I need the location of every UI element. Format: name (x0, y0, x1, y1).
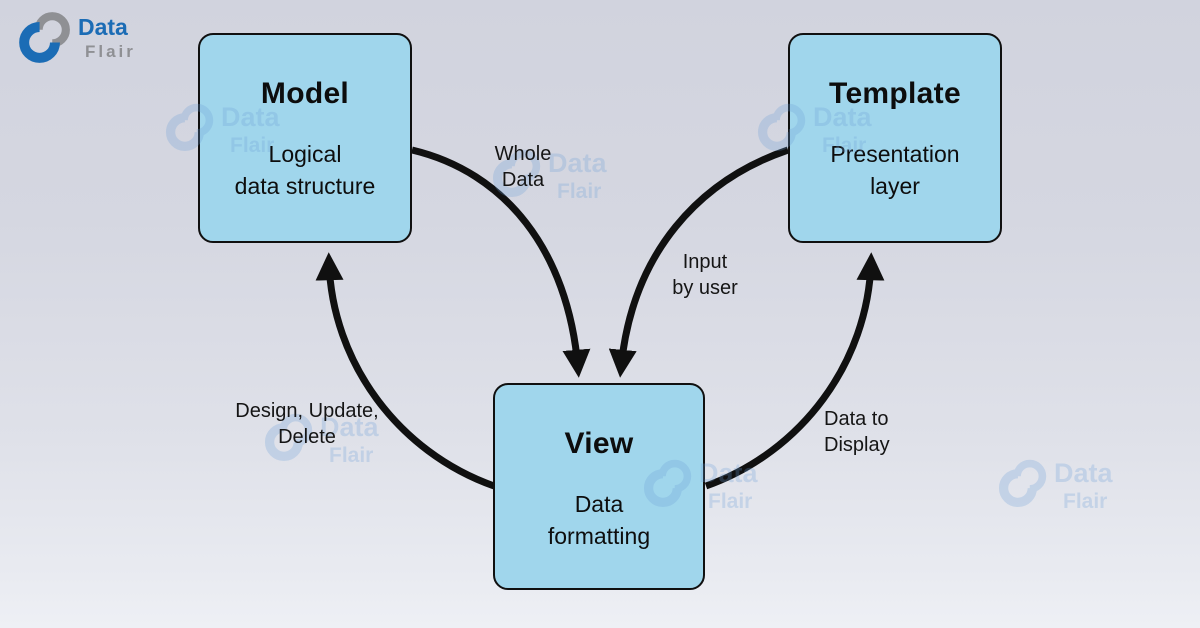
brand-flair-text: Flair (85, 42, 136, 61)
dataflair-logo-text: Data Flair (78, 14, 136, 61)
edge-label-input-by-user: Input by user (672, 251, 738, 300)
edge-label-whole-data: Whole Data (494, 143, 552, 192)
node-view-title: View (564, 427, 634, 460)
brand-data-text: Data (78, 14, 128, 40)
node-view: View Data formatting (493, 383, 705, 590)
node-template-title: Template (829, 77, 961, 110)
node-view-subtitle: Data formatting (547, 491, 651, 550)
dataflair-logo: Data Flair (16, 8, 136, 66)
node-model-title: Model (260, 77, 350, 110)
dataflair-logo-icon (19, 12, 70, 63)
node-model: Model Logical data structure (198, 33, 412, 243)
arrow-template-to-view (608, 146, 790, 378)
edge-label-design-update-delete: Design, Update, Delete (235, 400, 379, 449)
node-template: Template Presentation layer (788, 33, 1002, 243)
arrow-model-to-view (411, 146, 591, 378)
node-template-subtitle: Presentation layer (830, 141, 960, 200)
arrow-view-to-template (704, 252, 885, 490)
arrow-view-to-model (315, 252, 496, 490)
node-model-subtitle: Logical data structure (234, 141, 376, 200)
edge-label-data-to-display: Data to Display (824, 408, 890, 457)
